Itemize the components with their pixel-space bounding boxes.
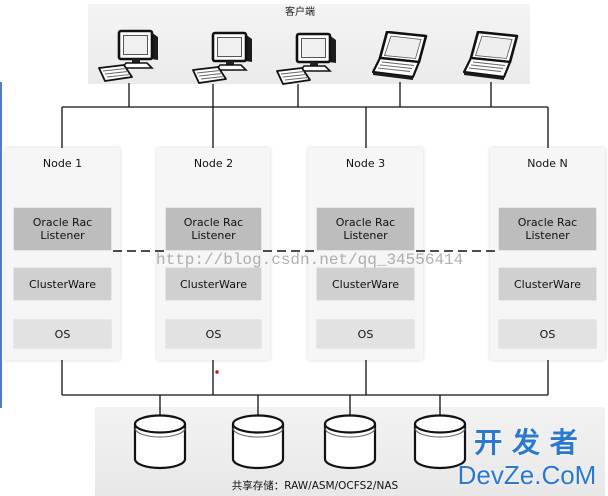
listener-label-line1: Oracle Rac — [335, 216, 396, 229]
red-dot-marker — [215, 370, 219, 374]
listener-label-line1: Oracle Rac — [517, 216, 578, 229]
listener-label-line1: Oracle Rac — [183, 216, 244, 229]
os-box: OS — [499, 320, 596, 348]
shared-storage-label: 共享存储：RAW/ASM/OCFS2/NAS — [231, 480, 399, 492]
listener-label-line1: Oracle Rac — [32, 216, 93, 229]
clusterware-box: ClusterWare — [14, 268, 111, 300]
node-3: Node 3 Oracle Rac Listener ClusterWare O… — [308, 148, 423, 360]
listener-box: Oracle Rac Listener — [166, 208, 261, 250]
devze-logo-text: DevZe.CoM — [457, 460, 597, 490]
listener-label-line2: Listener — [343, 229, 388, 242]
os-box: OS — [166, 320, 261, 348]
left-edge-line — [0, 82, 2, 408]
url-watermark: http://blog.csdn.net/qq_34556414 — [156, 251, 464, 269]
listener-box: Oracle Rac Listener — [14, 208, 111, 250]
client-area: 客户端 — [88, 4, 530, 84]
os-box: OS — [14, 320, 111, 348]
node-title: Node N — [527, 157, 568, 170]
devze-logo-chinese: 开 发 者 — [474, 426, 578, 459]
listener-box: Oracle Rac Listener — [317, 208, 414, 250]
listener-label-line2: Listener — [191, 229, 236, 242]
node-title: Node 1 — [42, 157, 83, 170]
listener-box: Oracle Rac Listener — [499, 208, 596, 250]
os-box: OS — [317, 320, 414, 348]
node-title: Node 3 — [345, 157, 386, 170]
node-2: Node 2 Oracle Rac Listener ClusterWare O… — [157, 148, 270, 360]
clusterware-box: ClusterWare — [317, 268, 414, 300]
client-connections — [61, 82, 549, 148]
listener-label-line2: Listener — [525, 229, 570, 242]
node-1: Node 1 Oracle Rac Listener ClusterWare O… — [5, 148, 120, 360]
node-n: Node N Oracle Rac Listener ClusterWare O… — [490, 148, 605, 360]
clusterware-box: ClusterWare — [166, 268, 261, 300]
node-title: Node 2 — [193, 157, 234, 170]
clusterware-box: ClusterWare — [499, 268, 596, 300]
client-area-label: 客户端 — [285, 7, 315, 18]
listener-label-line2: Listener — [40, 229, 85, 242]
